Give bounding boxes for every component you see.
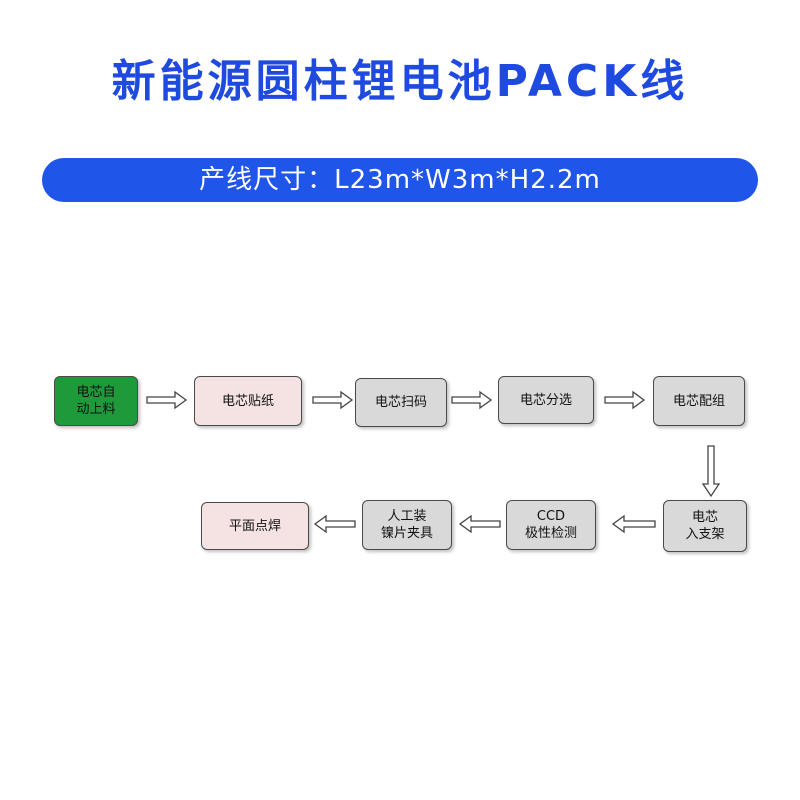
page-title: 新能源圆柱锂电池PACK线 (111, 56, 689, 107)
step-label-line: 极性检测 (524, 526, 577, 541)
step-label-line: 电芯贴纸 (221, 393, 274, 409)
step-ccd-inspection: CCD 极性检测 (506, 500, 596, 550)
step-label-line: 电芯 (691, 510, 718, 525)
dimension-banner: 产线尺寸：L23m*W3m*H2.2m (42, 158, 758, 202)
step-label-line: 入支架 (685, 527, 725, 542)
arrow-left-1 (611, 514, 656, 534)
step-welding: 平面点焊 (201, 502, 309, 550)
step-scanning: 电芯扫码 (355, 378, 447, 427)
arrow-left-3 (313, 514, 356, 534)
step-auto-load: 电芯自动上料 (54, 376, 138, 426)
step-label-line: 电芯分选 (519, 392, 572, 408)
arrow-right-1 (146, 390, 188, 410)
step-label-line: 动上料 (76, 402, 116, 417)
arrow-down (701, 445, 721, 498)
step-label-line: 镍片夹具 (380, 526, 433, 541)
step-label-line: 人工装 (387, 509, 427, 524)
step-label-line: CCD (536, 509, 566, 524)
step-grouping: 电芯配组 (653, 376, 745, 426)
arrow-right-4 (604, 390, 646, 410)
arrow-right-2 (312, 390, 354, 410)
step-nickel-fixture: 人工装镍片夹具 (362, 500, 452, 550)
step-label-line: 平面点焊 (228, 518, 281, 534)
step-label-line: 电芯自 (76, 385, 116, 400)
step-sorting: 电芯分选 (498, 376, 594, 424)
step-label-line: 电芯配组 (672, 393, 725, 409)
arrow-right-3 (451, 390, 493, 410)
step-label-line: 电芯扫码 (374, 395, 427, 410)
step-labeling: 电芯贴纸 (194, 376, 302, 426)
step-bracket: 电芯入支架 (663, 500, 747, 552)
arrow-left-2 (458, 514, 501, 534)
